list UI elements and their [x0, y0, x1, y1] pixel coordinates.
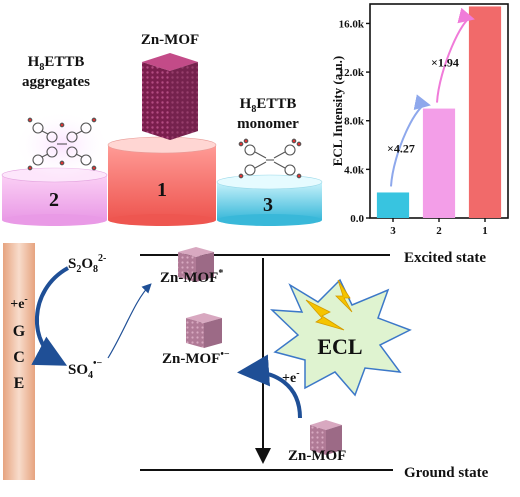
zn-mof-ground-cube-icon [310, 420, 342, 455]
monomer-molecule-icon [238, 138, 302, 179]
y-axis-label: ECL Intensity (a.u.) [330, 56, 345, 167]
zn-mof-excited-cube-icon [178, 247, 214, 282]
y-tick-label: 12.0k [339, 67, 365, 79]
podium-3-number: 3 [263, 194, 273, 216]
electron-injection-arrow [237, 354, 302, 419]
electrode-letter-g: G [13, 323, 26, 340]
lightning-bolt-icon [305, 299, 345, 331]
podium-1-number: 1 [157, 179, 167, 201]
aggregates-molecule-icon [27, 117, 97, 171]
y-tick-label: 16.0k [339, 18, 365, 30]
electrode-e-label: +e- [10, 294, 28, 312]
podium-2-number: 2 [49, 189, 59, 211]
growth-arrow [436, 7, 475, 103]
aggregates-label: H8ETTB [28, 54, 85, 73]
aggregates-glow [14, 111, 110, 179]
podium-3 [216, 174, 323, 226]
gce-electrode [3, 243, 35, 480]
y-tick-label: 4.0k [344, 164, 365, 176]
ecl-burst-icon [269, 278, 412, 397]
reduction-arrow [31, 266, 69, 366]
zn-mof-block-icon [142, 53, 198, 140]
excited-state-label: Excited state [404, 250, 486, 266]
zn-mof-radical-label: Zn-MOF•− [162, 349, 230, 367]
lightning-bolt-small-icon [335, 279, 353, 313]
x-tick-label: 3 [390, 225, 396, 237]
oxidation-arrow [107, 283, 152, 359]
zn-mof-ground-label: Zn-MOF [288, 448, 346, 464]
annotation-label: ×4.27 [387, 141, 415, 155]
bar [422, 108, 456, 218]
bar [376, 192, 410, 218]
y-tick-label: 8.0k [344, 116, 365, 128]
persulfate-label: S2O82- [68, 253, 106, 275]
y-tick-label: 0.0 [350, 213, 364, 225]
monomer-label-line2: monomer [237, 116, 299, 132]
mechanism-diagram: +e- G C E S2O82- SO4•− Excited state Gro… [3, 243, 489, 481]
annotation-label: ×1.94 [431, 56, 459, 70]
growth-arrow [390, 94, 431, 187]
plus-e-label: +e- [282, 368, 300, 386]
sulfate-radical-label: SO4•− [68, 358, 103, 381]
electrode-letter-c: C [13, 349, 25, 366]
x-tick-label: 2 [436, 225, 442, 237]
zn-mof-excited-label: Zn-MOF* [160, 268, 223, 286]
monomer-label: H8ETTB [240, 96, 297, 115]
zn-mof-title: Zn-MOF [141, 32, 199, 48]
zn-mof-radical-cube-icon [186, 313, 222, 348]
electrode-letter-e: E [14, 375, 25, 392]
podium-group: 2 1 3 H8ETTB aggregates Zn-MOF H8ETTB mo… [1, 32, 323, 226]
bar [468, 6, 502, 218]
podium-1 [107, 136, 217, 226]
ecl-label: ECL [317, 334, 362, 359]
ground-state-label: Ground state [404, 465, 489, 481]
x-tick-label: 1 [482, 225, 488, 237]
aggregates-label-line2: aggregates [22, 74, 90, 90]
